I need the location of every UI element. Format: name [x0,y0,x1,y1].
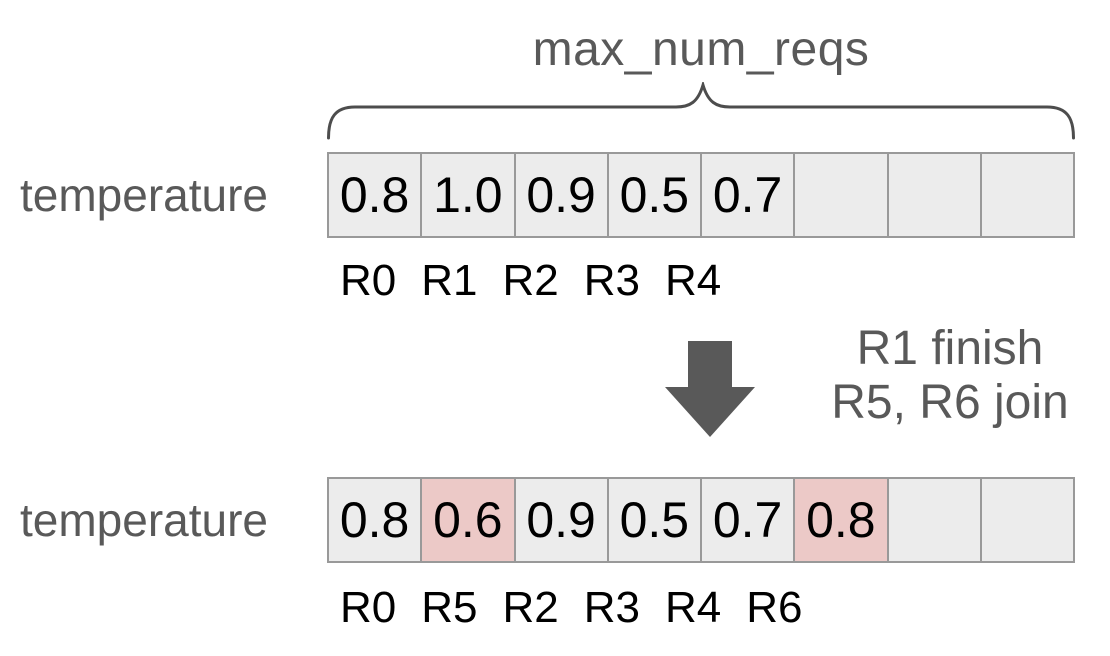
transition-note-line2: R5, R6 join [831,376,1069,429]
request-label: R2 [502,583,559,632]
temperature-label-after: temperature [20,494,269,546]
request-label: R4 [665,583,722,632]
array-cell: 0.5 [606,154,700,236]
request-label: R5 [421,583,478,632]
transition-note: R1 finish R5, R6 join [808,322,1092,430]
request-label: R2 [502,256,559,305]
temperature-array-before: 0.8 1.0 0.9 0.5 0.7 [327,152,1075,238]
request-label: R3 [583,583,640,632]
array-cell: 1.0 [420,154,514,236]
temperature-label-before: temperature [20,169,269,221]
array-cell-empty [886,154,980,236]
array-cell-empty [886,479,980,561]
down-arrow-icon [665,341,755,437]
request-labels-after: R0 R5 R2 R3 R4 R6 [340,583,803,633]
array-cell-highlighted: 0.8 [793,479,887,561]
request-label: R0 [340,256,397,305]
array-cell-empty [979,479,1073,561]
request-label: R4 [665,256,722,305]
request-label: R3 [583,256,640,305]
brace-icon [327,82,1075,140]
array-cell: 0.9 [513,154,607,236]
max-num-reqs-label: max_num_reqs [532,23,870,76]
array-cell-empty [793,154,887,236]
array-cell-empty [979,154,1073,236]
array-cell: 0.8 [329,154,421,236]
request-label: R6 [746,583,803,632]
request-label: R0 [340,583,397,632]
request-labels-before: R0 R1 R2 R3 R4 [340,256,721,306]
array-cell: 0.8 [329,479,421,561]
array-cell: 0.7 [700,479,794,561]
temperature-array-after: 0.8 0.6 0.9 0.5 0.7 0.8 [327,477,1075,563]
transition-note-line1: R1 finish [856,322,1044,375]
array-cell-highlighted: 0.6 [420,479,514,561]
request-label: R1 [421,256,478,305]
array-cell: 0.9 [513,479,607,561]
array-cell: 0.5 [606,479,700,561]
array-cell: 0.7 [700,154,794,236]
